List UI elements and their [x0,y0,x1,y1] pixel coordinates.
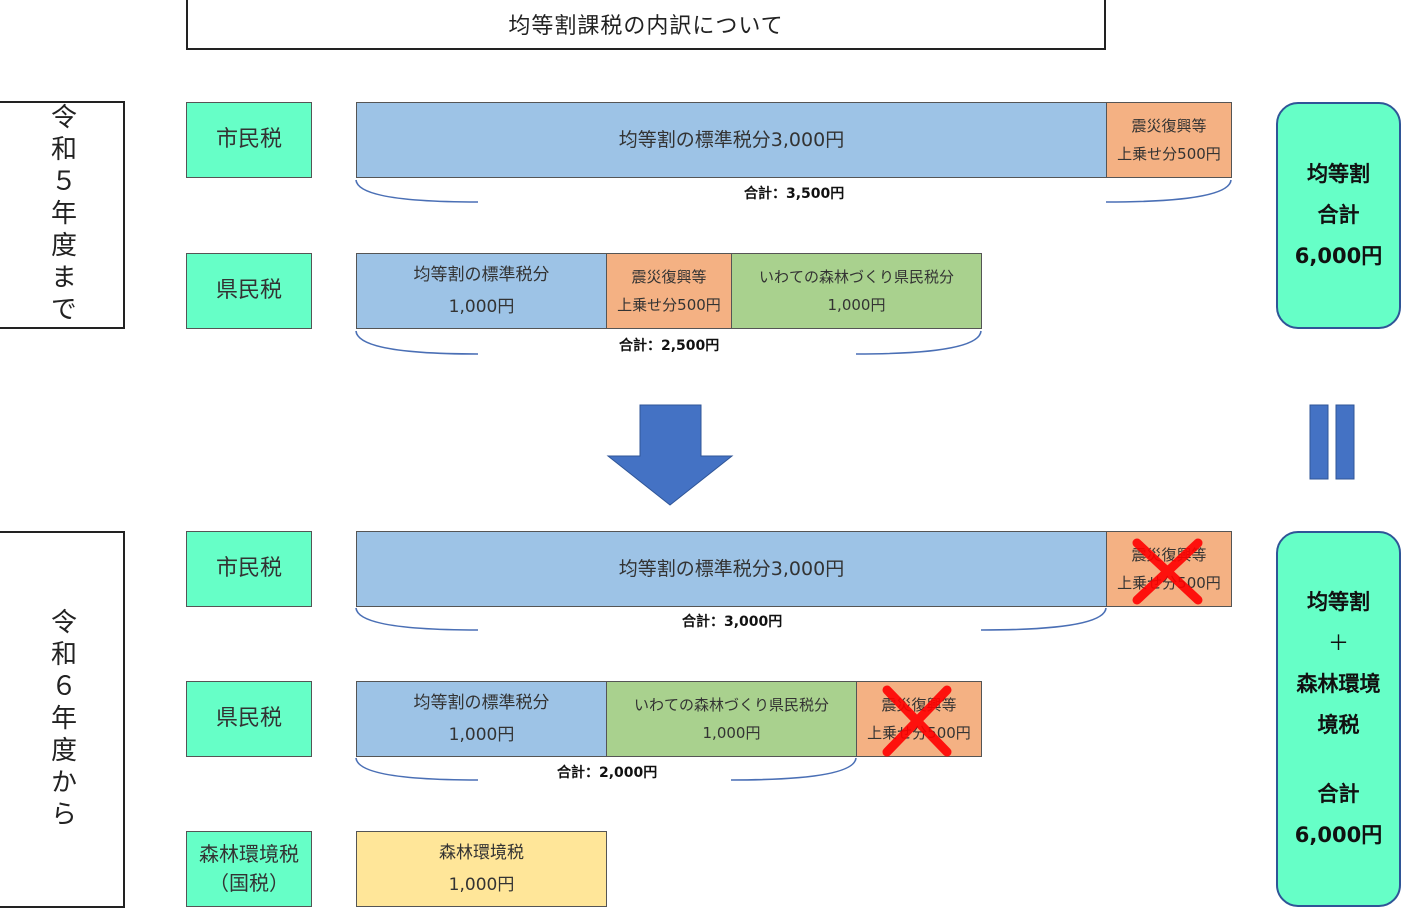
page-title: 均等割課税の内訳について [186,0,1106,50]
summary-box-before: 均等割 合計 6,000円 [1276,102,1401,329]
summary-line: 6,000円 [1294,244,1383,268]
segment-text: 1,000円 [448,725,515,745]
city-tax-label-after: 市民税 [186,531,312,607]
forest-tax-label: 森林環境税 （国税） [186,831,312,907]
era-label-after: 令和６年度から [0,531,125,908]
city-total-before: 合計：3,500円 [744,186,845,202]
brace-city-before-right [1105,179,1232,203]
summary-line: 合計 [1317,782,1360,806]
segment-text: いわての森林づくり県民税分 [758,267,954,286]
city-total-after: 合計：3,000円 [682,614,783,630]
segment-text: 1,000円 [702,724,761,742]
segment-text: 上乗せ分500円 [867,724,971,742]
label-line: （国税） [209,871,289,895]
pref-total-after: 合計：2,000円 [557,765,658,781]
segment-text: 均等割の標準税分 [413,264,550,285]
pref-tax-label-after: 県民税 [186,681,312,757]
segment-text: 上乗せ分500円 [1117,145,1221,163]
brace-pref-after-right [730,757,857,781]
brace-city-after-left [355,607,479,631]
summary-box-after: 均等割 ＋ 森林環境 境税 合計 6,000円 [1276,531,1401,907]
pref-standard-segment-after: 均等割の標準税分 1,000円 [356,681,607,757]
brace-pref-before-left [355,330,479,355]
brace-pref-before-right [855,330,982,355]
summary-line: 均等割 [1307,590,1370,614]
brace-city-before-left [355,179,479,203]
segment-text: 森林環境税 [439,842,524,863]
forest-national-segment: 森林環境税 1,000円 [356,831,607,907]
segment-text: 上乗せ分500円 [1117,574,1221,592]
summary-line: ＋ [1328,631,1349,655]
pref-tax-label-before: 県民税 [186,253,312,329]
segment-text: 均等割の標準税分3,000円 [618,128,845,151]
label-line: 森林環境税 [199,842,299,866]
segment-text: 均等割の標準税分 [413,692,550,713]
pref-standard-segment-before: 均等割の標準税分 1,000円 [356,253,607,329]
pref-reconstruction-segment-before: 震災復興等 上乗せ分500円 [606,253,732,329]
city-reconstruction-segment-before: 震災復興等 上乗せ分500円 [1106,102,1232,178]
pref-forest-segment-after: いわての森林づくり県民税分 1,000円 [606,681,857,757]
segment-text: 均等割の標準税分3,000円 [618,557,845,580]
summary-line: 均等割 [1307,162,1370,186]
era-label-before-text: 令和５年度まで [46,103,77,327]
segment-text: 1,000円 [448,875,515,895]
cross-mark-icon [882,685,952,757]
summary-line: 森林環境 [1296,672,1381,696]
city-tax-label-before: 市民税 [186,102,312,178]
down-arrow-icon [606,404,734,506]
summary-line: 6,000円 [1294,823,1383,847]
pref-total-before: 合計：2,500円 [619,338,720,354]
segment-text: 上乗せ分500円 [617,296,721,314]
summary-line: 境税 [1317,713,1360,737]
era-label-after-text: 令和６年度から [46,607,77,832]
cross-mark-icon [1132,538,1203,605]
summary-line: 合計 [1317,203,1360,227]
brace-city-after-right [980,607,1107,631]
segment-text: 震災復興等 [1131,116,1207,135]
equals-icon [1309,404,1355,480]
city-standard-segment-after: 均等割の標準税分3,000円 [356,531,1107,607]
brace-lines [355,179,1232,781]
segment-text: 1,000円 [827,296,886,314]
segment-text: いわての森林づくり県民税分 [633,695,829,714]
segment-text: 1,000円 [448,297,515,317]
segment-text: 震災復興等 [631,267,707,286]
brace-pref-after-left [355,757,479,781]
era-label-before: 令和５年度まで [0,101,125,329]
pref-forest-segment-before: いわての森林づくり県民税分 1,000円 [731,253,982,329]
